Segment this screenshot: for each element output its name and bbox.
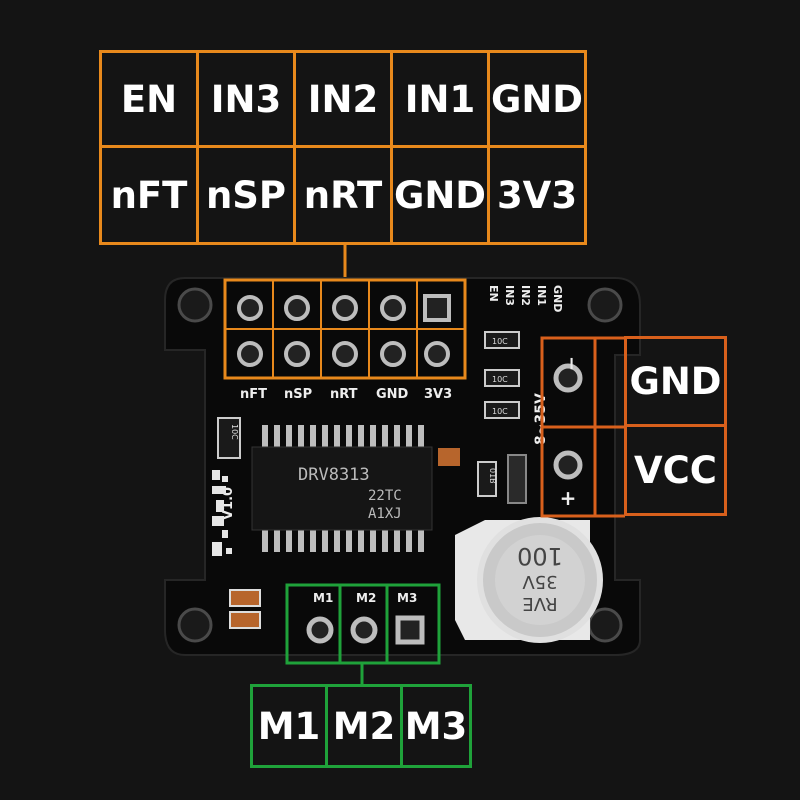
cap-text-voltage: 35V bbox=[522, 571, 558, 592]
pin-label-m1: M1 bbox=[250, 684, 328, 768]
svg-text:10C: 10C bbox=[492, 407, 508, 416]
pin-label-in2: IN2 bbox=[293, 50, 393, 148]
svg-text:10C: 10C bbox=[230, 424, 239, 440]
silk-top-label: EN bbox=[487, 285, 500, 302]
pin-label-m2: M2 bbox=[325, 684, 403, 768]
chip-text-date: 22TC bbox=[368, 488, 402, 504]
chip-text-part: DRV8313 bbox=[298, 465, 370, 485]
silk-top-label: IN3 bbox=[503, 285, 516, 306]
silk-bottom-label: 3V3 bbox=[424, 387, 452, 402]
silk-bottom-label: nSP bbox=[284, 387, 312, 402]
silk-header-top: EN IN3 IN2 IN1 GND bbox=[487, 285, 564, 312]
header-pins bbox=[237, 294, 451, 367]
silk-version: V1.0 bbox=[221, 487, 236, 520]
pin-label-nft: nFT bbox=[99, 145, 199, 245]
smd-resistors: 10C 10C 10C 10C 01B bbox=[217, 331, 527, 629]
m2-pad-icon bbox=[350, 616, 378, 644]
silk-top-label: IN2 bbox=[519, 285, 532, 306]
mount-hole-tr-icon bbox=[587, 287, 623, 323]
svg-text:10C: 10C bbox=[492, 337, 508, 346]
m3-pad-icon bbox=[395, 615, 425, 645]
mount-hole-br-icon bbox=[587, 607, 623, 643]
pin-label-m3: M3 bbox=[400, 684, 472, 768]
silk-motor-label: M3 bbox=[397, 591, 417, 605]
pin-label-gnd-bottom: GND bbox=[390, 145, 490, 245]
pin-label-gnd-power: GND bbox=[624, 336, 727, 427]
silk-motor-label: M1 bbox=[313, 591, 333, 605]
silk-plus: + bbox=[560, 486, 577, 510]
silk-bottom-label: nRT bbox=[330, 387, 358, 402]
svg-text:10C: 10C bbox=[492, 375, 508, 384]
silk-minus: − bbox=[561, 356, 582, 371]
mount-hole-bl-icon bbox=[177, 607, 213, 643]
svg-text:01B: 01B bbox=[488, 468, 497, 484]
silk-bottom-label: GND bbox=[376, 387, 409, 402]
capacitor-icon: RVE 35V 100 bbox=[455, 517, 603, 643]
silk-header-bottom: nFT nSP nRT GND 3V3 bbox=[240, 387, 452, 402]
chip-text-lot: A1XJ bbox=[368, 506, 402, 522]
m1-pad-icon bbox=[306, 616, 334, 644]
pin-label-vcc: VCC bbox=[624, 424, 727, 516]
silk-bottom-label: nFT bbox=[240, 387, 267, 402]
drv-chip: DRV8313 22TC A1XJ bbox=[251, 425, 433, 552]
pin-label-3v3: 3V3 bbox=[487, 145, 587, 245]
cap-text-brand: RVE bbox=[522, 593, 557, 614]
silk-top-label: IN1 bbox=[535, 285, 548, 306]
qr-marking bbox=[212, 470, 232, 556]
silk-top-label: GND bbox=[551, 285, 564, 312]
silk-motor-label: M2 bbox=[356, 591, 376, 605]
mount-hole-tl-icon bbox=[177, 287, 213, 323]
vcc-pad-icon bbox=[553, 450, 583, 480]
cap-text-value: 100 bbox=[517, 542, 563, 570]
gnd-pad-icon bbox=[553, 363, 583, 393]
